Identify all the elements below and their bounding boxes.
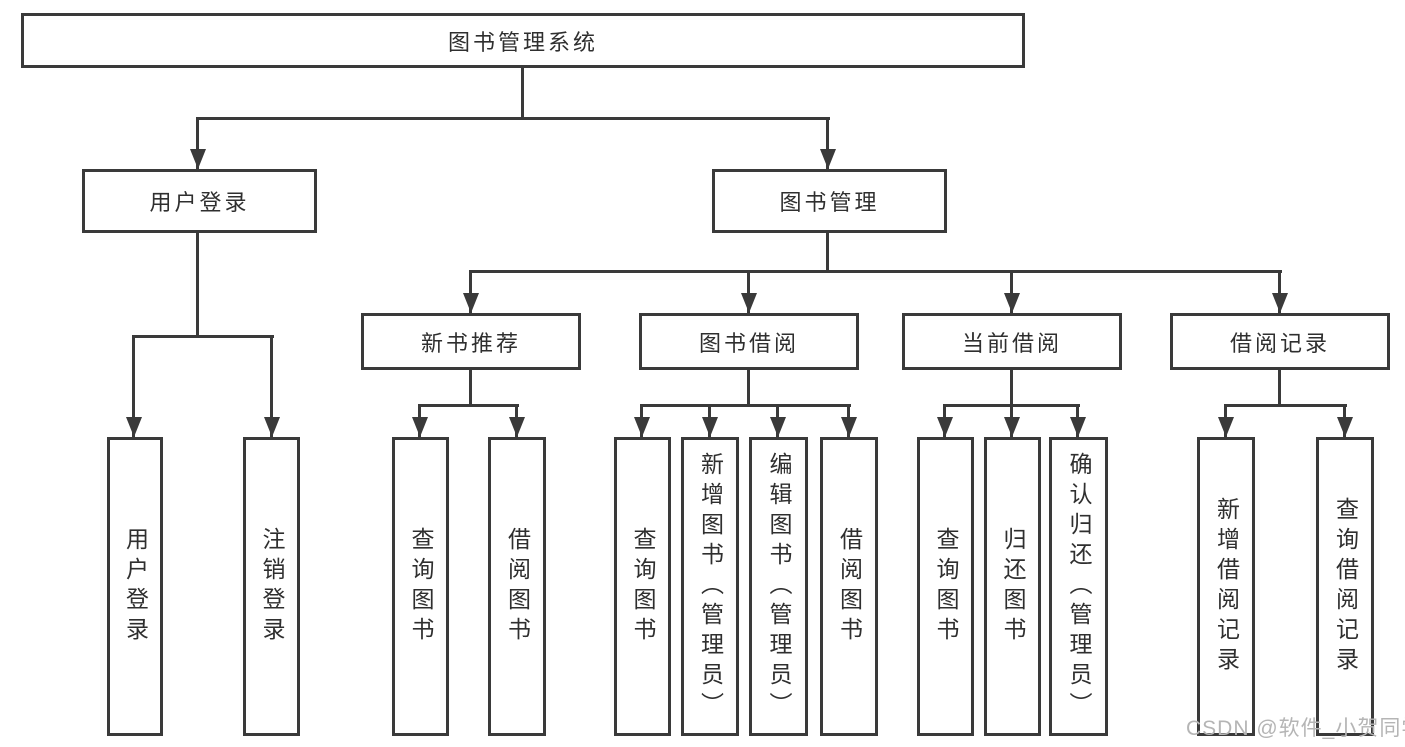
leaf-add-borrow-record: 新增借阅记录 xyxy=(1197,437,1255,736)
connector-line xyxy=(196,233,199,337)
node-library-management-system: 图书管理系统 xyxy=(21,13,1025,68)
leaf-borrow-books-2: 借阅图书 xyxy=(820,437,878,736)
watermark: CSDN @软件_小贺同学 xyxy=(1186,717,1405,740)
connector-line xyxy=(747,370,750,407)
arrow-down-icon xyxy=(1272,293,1288,313)
leaf-label: 借阅图书 xyxy=(504,526,531,647)
leaf-label: 新增图书（管理员） xyxy=(697,451,724,722)
arrow-down-icon xyxy=(770,417,786,437)
arrow-down-icon xyxy=(937,417,953,437)
leaf-label: 查询图书 xyxy=(933,526,959,647)
leaf-label: 归还图书 xyxy=(1000,526,1026,647)
leaf-query-books-2: 查询图书 xyxy=(614,437,671,736)
connector-line xyxy=(196,117,830,120)
leaf-label: 注销登录 xyxy=(259,526,285,647)
leaf-query-books-3: 查询图书 xyxy=(917,437,974,736)
connector-line xyxy=(132,335,135,437)
leaf-label: 编辑图书（管理员） xyxy=(766,451,792,722)
connector-line xyxy=(418,404,519,407)
connector-line xyxy=(1278,270,1281,313)
leaf-add-books-admin: 新增图书（管理员） xyxy=(681,437,739,736)
arrow-down-icon xyxy=(820,149,836,169)
node-user-login: 用户登录 xyxy=(82,169,317,233)
connector-line xyxy=(469,370,472,407)
node-new-book-recommend: 新书推荐 xyxy=(361,313,581,370)
node-book-borrow: 图书借阅 xyxy=(639,313,859,370)
leaf-return-books: 归还图书 xyxy=(984,437,1041,736)
arrow-down-icon xyxy=(702,417,718,437)
arrow-down-icon xyxy=(1004,417,1020,437)
connector-line xyxy=(270,335,273,437)
arrow-down-icon xyxy=(190,149,206,169)
arrow-down-icon xyxy=(509,417,525,437)
leaf-label: 新增借阅记录 xyxy=(1213,496,1240,677)
connector-line xyxy=(1010,270,1013,313)
node-current-borrow: 当前借阅 xyxy=(902,313,1122,370)
leaf-borrow-books-1: 借阅图书 xyxy=(488,437,546,736)
leaf-query-books-1: 查询图书 xyxy=(392,437,449,736)
arrow-down-icon xyxy=(741,293,757,313)
node-book-management: 图书管理 xyxy=(712,169,947,233)
connector-line xyxy=(196,117,199,169)
connector-line xyxy=(1224,404,1347,407)
connector-line xyxy=(469,270,1282,273)
arrow-down-icon xyxy=(1337,417,1353,437)
connector-line xyxy=(132,335,274,338)
arrow-down-icon xyxy=(1070,417,1086,437)
leaf-label: 借阅图书 xyxy=(836,526,863,647)
connector-line xyxy=(826,233,829,273)
leaf-label: 用户登录 xyxy=(122,526,149,647)
connector-line xyxy=(640,404,851,407)
node-borrow-records: 借阅记录 xyxy=(1170,313,1390,370)
arrow-down-icon xyxy=(1004,293,1020,313)
connector-line xyxy=(747,270,750,313)
connector-line xyxy=(521,68,524,120)
arrow-down-icon xyxy=(1218,417,1234,437)
leaf-label: 查询借阅记录 xyxy=(1332,496,1359,677)
arrow-down-icon xyxy=(126,417,142,437)
connector-line xyxy=(1010,370,1013,407)
connector-line xyxy=(469,270,472,313)
leaf-query-borrow-record: 查询借阅记录 xyxy=(1316,437,1374,736)
connector-line xyxy=(826,117,829,169)
leaf-confirm-return-admin: 确认归还（管理员） xyxy=(1049,437,1108,736)
arrow-down-icon xyxy=(841,417,857,437)
leaf-logout: 注销登录 xyxy=(243,437,300,736)
leaf-label: 查询图书 xyxy=(408,526,434,647)
leaf-edit-books-admin: 编辑图书（管理员） xyxy=(749,437,808,736)
leaf-label: 确认归还（管理员） xyxy=(1066,451,1092,722)
connector-line xyxy=(1278,370,1281,407)
leaf-user-login: 用户登录 xyxy=(107,437,163,736)
leaf-label: 查询图书 xyxy=(630,526,656,647)
arrow-down-icon xyxy=(634,417,650,437)
arrow-down-icon xyxy=(264,417,280,437)
arrow-down-icon xyxy=(412,417,428,437)
arrow-down-icon xyxy=(463,293,479,313)
